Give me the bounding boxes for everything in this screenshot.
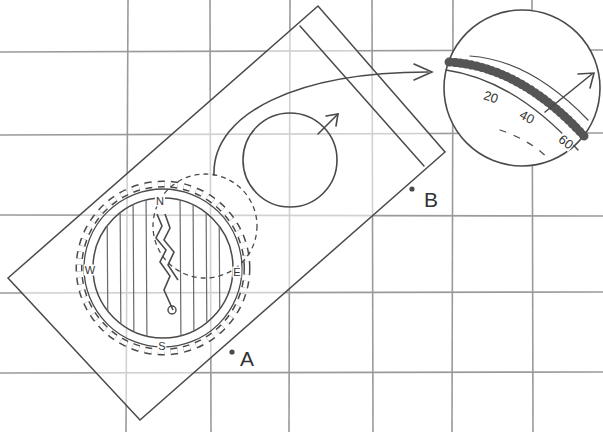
point-label: A [239,348,255,369]
scale-number: 20 [481,88,501,105]
scale-number: 40 [517,107,538,126]
compass-point: N [155,196,165,207]
compass-point: E [232,267,241,278]
map-points [229,186,414,354]
compass-housing [79,174,257,352]
compass-point: W [84,265,96,276]
point-label: B [423,189,439,210]
scale-inset [444,10,600,166]
magnifier [214,64,432,207]
baseplate [8,6,445,420]
scale-number: 60 [556,132,577,152]
compass-point: S [157,341,166,352]
